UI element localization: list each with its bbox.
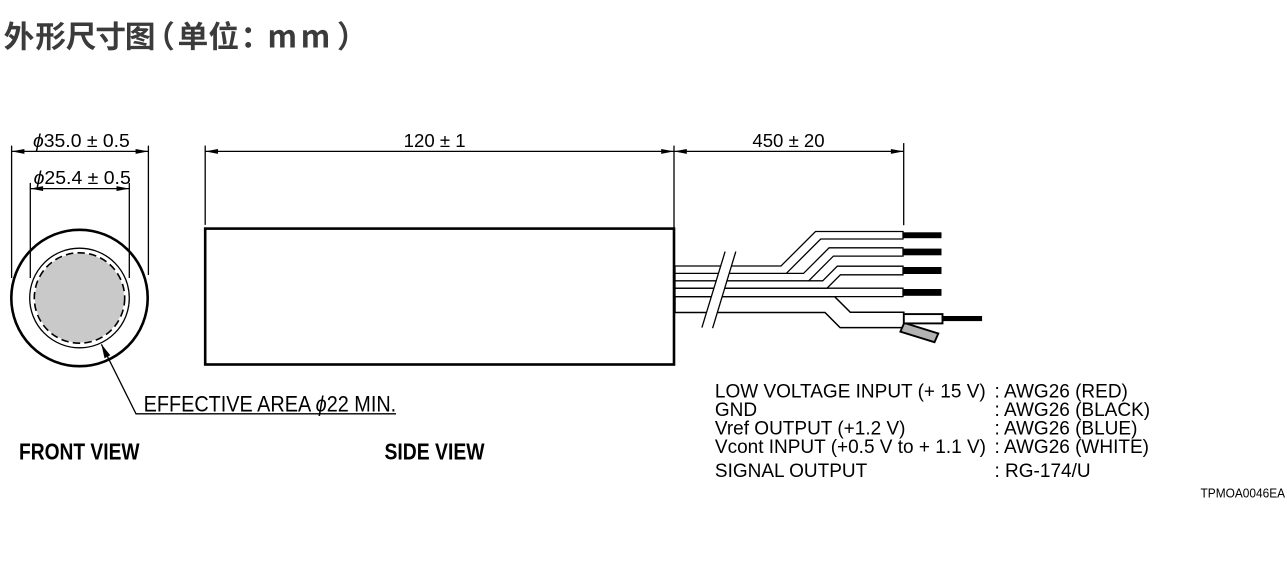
svg-text:450 ± 20: 450 ± 20	[752, 130, 824, 151]
svg-text:120 ± 1: 120 ± 1	[404, 130, 466, 151]
svg-text:: AWG26 (BLACK): : AWG26 (BLACK)	[995, 400, 1151, 421]
svg-text:FRONT VIEW: FRONT VIEW	[19, 439, 140, 465]
svg-text:SIGNAL OUTPUT: SIGNAL OUTPUT	[715, 461, 868, 482]
svg-text:Vref OUTPUT (+1.2 V): Vref OUTPUT (+1.2 V)	[715, 419, 906, 440]
svg-text:EFFECTIVE AREA ϕ22 MIN.: EFFECTIVE AREA ϕ22 MIN.	[144, 392, 397, 417]
svg-text:: AWG26 (BLUE): : AWG26 (BLUE)	[995, 419, 1138, 440]
svg-text:TPMOA0046EA: TPMOA0046EA	[1201, 486, 1286, 501]
svg-text:: AWG26 (WHITE): : AWG26 (WHITE)	[995, 437, 1149, 458]
svg-text:GND: GND	[715, 400, 757, 421]
svg-text:: RG-174/U: : RG-174/U	[995, 461, 1091, 482]
svg-text:SIDE VIEW: SIDE VIEW	[385, 439, 485, 465]
svg-text:: AWG26 (RED): : AWG26 (RED)	[995, 381, 1128, 402]
svg-text:ϕ35.0 ± 0.5: ϕ35.0 ± 0.5	[33, 130, 130, 151]
svg-text:ϕ25.4 ± 0.5: ϕ25.4 ± 0.5	[34, 167, 131, 188]
svg-text:LOW VOLTAGE INPUT (+ 15 V): LOW VOLTAGE INPUT (+ 15 V)	[715, 381, 986, 402]
svg-text:Vcont INPUT (+0.5 V to + 1.1 V: Vcont INPUT (+0.5 V to + 1.1 V)	[715, 437, 986, 458]
